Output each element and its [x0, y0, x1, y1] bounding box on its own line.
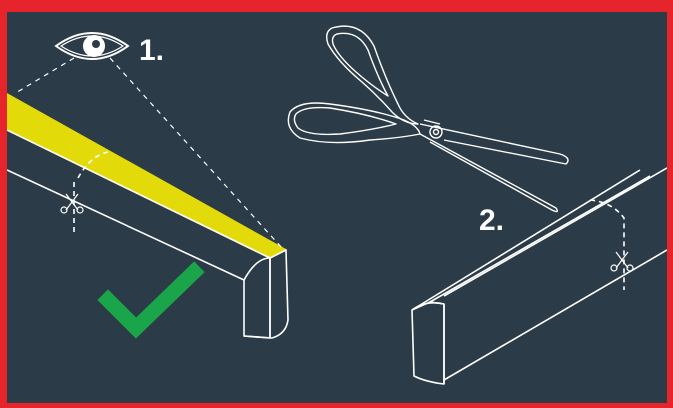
instruction-illustration	[7, 25, 667, 385]
step-1-label: 1.	[139, 34, 165, 67]
small-scissors-icon-left	[60, 193, 84, 214]
yellow-highlight-surface	[7, 93, 287, 259]
step-2-label: 2.	[479, 204, 505, 237]
led-strip-right	[411, 167, 667, 385]
cut-line-left	[73, 151, 109, 236]
checkmark-icon	[97, 261, 205, 339]
cut-line-right	[589, 199, 625, 290]
small-scissors-icon-right	[610, 251, 634, 272]
scissors-icon	[287, 25, 569, 213]
view-line-right	[109, 57, 283, 249]
led-strip-left	[7, 57, 289, 339]
illustration-panel: 1. 2.	[7, 12, 667, 403]
eye-icon	[54, 32, 130, 60]
view-line-left	[13, 57, 75, 95]
